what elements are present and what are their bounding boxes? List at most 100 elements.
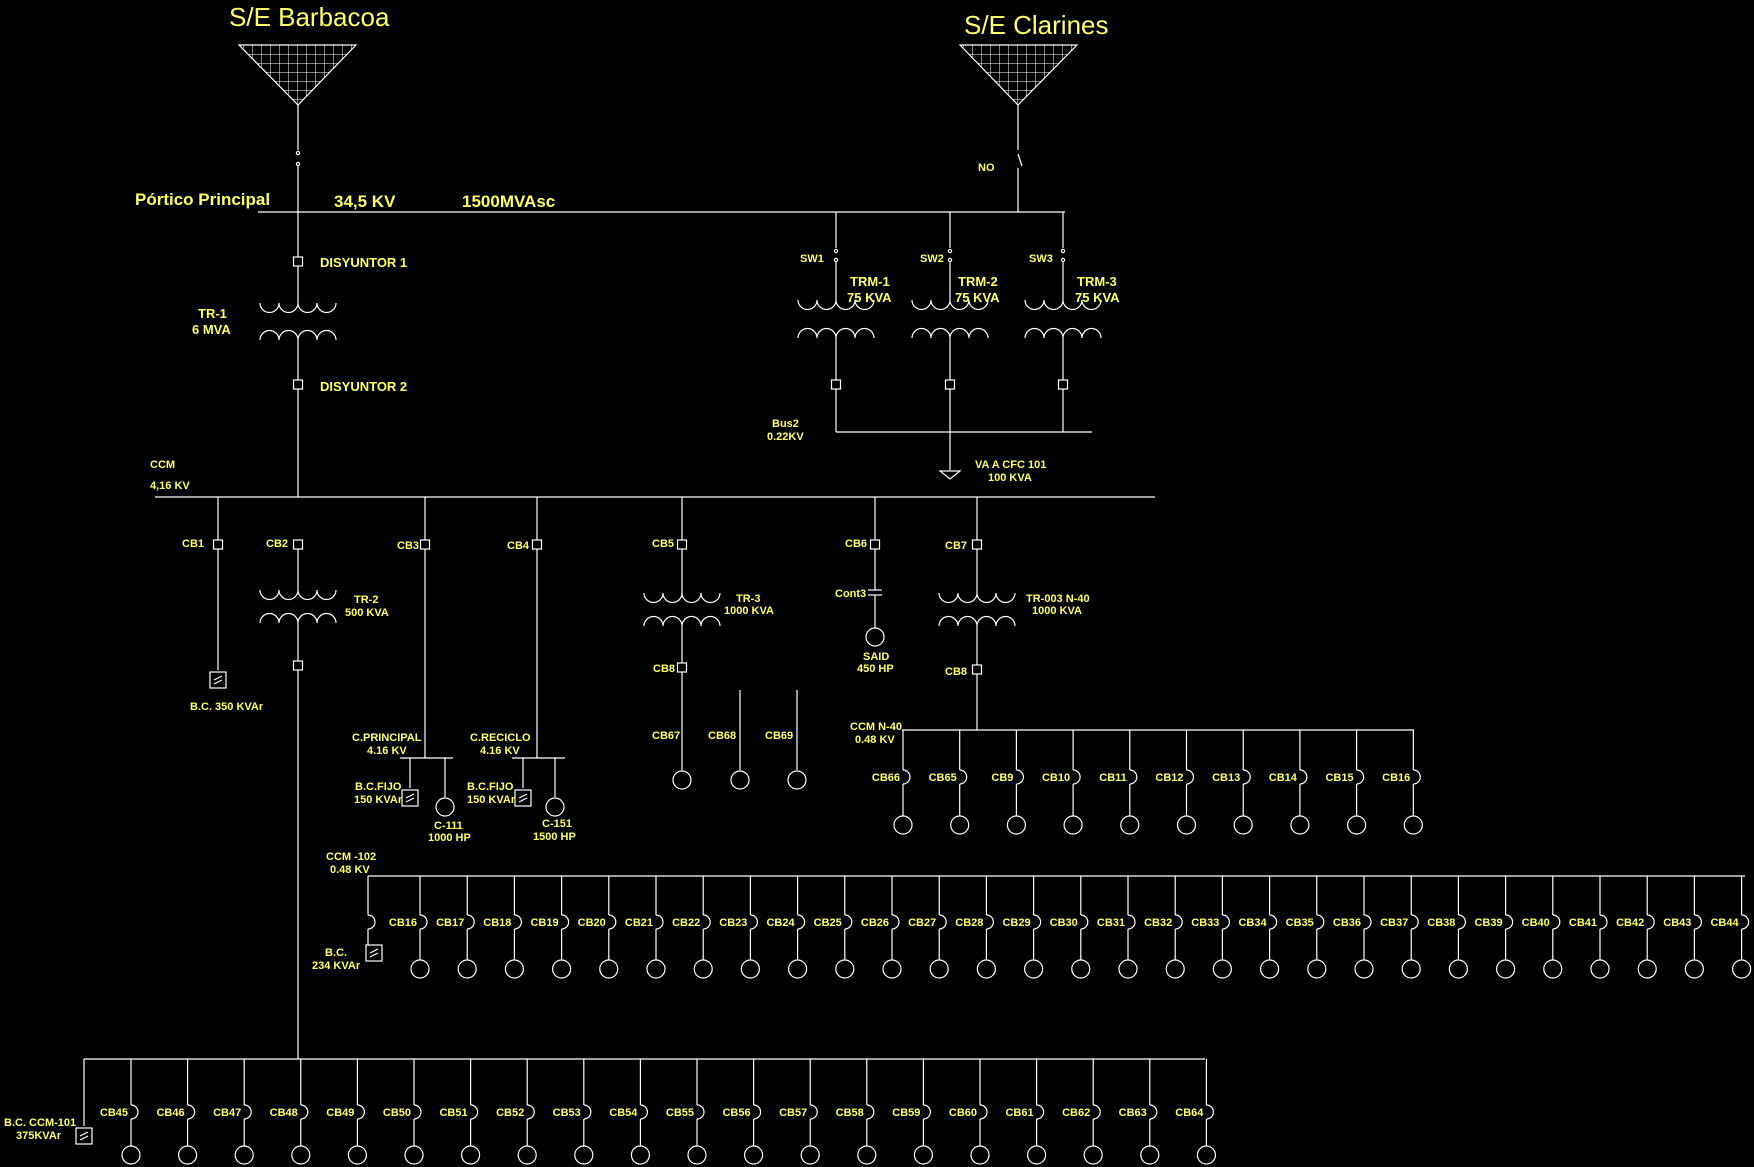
motor-icon xyxy=(1290,815,1310,835)
cb7-label: CB7 xyxy=(945,540,967,552)
said-name: SAID xyxy=(863,651,889,663)
motor-icon xyxy=(970,1145,990,1165)
breaker-arc-icon xyxy=(1316,914,1325,930)
ccm101-label: CB49 xyxy=(326,1107,354,1119)
motor-icon xyxy=(504,959,525,979)
ccm102-feeder: CB40 xyxy=(1522,876,1563,979)
tr3-rating: 1000 KVA xyxy=(724,605,774,617)
main-bus-label: Pórtico Principal xyxy=(135,190,270,209)
ccm102-label: CB34 xyxy=(1238,917,1267,929)
ccm-voltage: 4,16 KV xyxy=(150,480,190,492)
breaker-arc-icon xyxy=(1505,914,1514,930)
sw1-label: SW1 xyxy=(800,253,824,265)
cb6-breaker xyxy=(869,539,881,550)
ccm102-label: CB38 xyxy=(1427,917,1455,929)
tr3-feeder-motors xyxy=(672,770,807,790)
motor-icon xyxy=(1637,959,1657,979)
motor-icon xyxy=(457,959,477,979)
ccm101-feeder: CB49 xyxy=(326,1059,367,1165)
ccm102-label: CB26 xyxy=(861,917,889,929)
tr2-rating: 500 KVA xyxy=(345,607,389,619)
cb8a-label: CB8 xyxy=(653,663,675,675)
bc-fijo-1-icon xyxy=(401,789,419,807)
breaker-arc-icon xyxy=(1093,1104,1101,1120)
tr1-name: TR-1 xyxy=(198,306,227,321)
ccm102-label: CB42 xyxy=(1616,917,1644,929)
ccm102-feeder: CB38 xyxy=(1427,876,1469,979)
trm1-name: TRM-1 xyxy=(850,274,890,289)
bcfijo1-line2: 150 KVAr xyxy=(354,794,403,806)
motor-icon xyxy=(347,1145,367,1165)
breaker-arc-icon xyxy=(753,1104,762,1120)
ccmn40-label: CB12 xyxy=(1155,772,1183,784)
motor-icon xyxy=(893,815,913,835)
ccm102-label: CB41 xyxy=(1569,917,1597,929)
trm2-rating: 75 KVA xyxy=(955,290,1000,305)
ccmn40-label: CB15 xyxy=(1325,772,1353,784)
ccm101-label: CB58 xyxy=(836,1107,864,1119)
ccm-name: CCM xyxy=(150,459,175,471)
ccm102-label: CB18 xyxy=(483,917,511,929)
breaker-arc-icon xyxy=(419,914,428,930)
trm1-breaker xyxy=(830,379,842,390)
breaker-arc-icon xyxy=(187,1104,196,1120)
breaker-arc-icon xyxy=(902,769,911,785)
tr3-feeder-cb68: CB68 xyxy=(708,730,736,742)
ccmn40-label: CB9 xyxy=(991,772,1013,784)
breaker-arc-icon xyxy=(810,1104,818,1120)
trm-branches xyxy=(835,212,1092,480)
ccm102-feeder: CB32 xyxy=(1144,876,1185,979)
motor-icon xyxy=(1006,815,1027,835)
creciclo-voltage: 4.16 KV xyxy=(480,745,520,757)
motor-icon xyxy=(630,1145,651,1165)
ccm101-bc-line1: B.C. CCM-101 xyxy=(4,1117,76,1129)
disyuntor-1-label: DISYUNTOR 1 xyxy=(320,255,407,270)
motor-icon xyxy=(1026,1145,1047,1165)
ccm102-feeder: CB26 xyxy=(861,876,902,979)
motor-icon xyxy=(1118,959,1138,979)
sw2-label: SW2 xyxy=(920,253,944,265)
ccmn40-feeder: CB65 xyxy=(929,730,970,835)
breaker-arc-icon xyxy=(844,914,853,930)
breaker-arc-icon xyxy=(1033,914,1042,930)
main-bus-voltage: 34,5 KV xyxy=(334,192,396,211)
ccm101-feeder: CB53 xyxy=(553,1059,594,1165)
ccm101-label: CB47 xyxy=(213,1107,241,1119)
motor-icon xyxy=(1448,959,1469,979)
ccm101-feeder: CB60 xyxy=(949,1059,990,1165)
ccm102-feeder: CB21 xyxy=(625,876,666,979)
motor-icon xyxy=(787,959,808,979)
bus2-name: Bus2 xyxy=(772,418,799,430)
ccm101-feeder: CB58 xyxy=(836,1059,877,1165)
breaker-arc-icon xyxy=(1127,914,1136,930)
no-switch-label: NO xyxy=(978,162,995,174)
ccm101-label: CB53 xyxy=(553,1107,581,1119)
ccm102-label: CB32 xyxy=(1144,917,1172,929)
breaker-arc-icon xyxy=(986,914,994,930)
cprincipal-name: C.PRINCIPAL xyxy=(352,732,422,744)
ccm101-feeder: CB51 xyxy=(439,1059,481,1165)
cb4-breaker xyxy=(531,539,543,550)
ccm101-label: CB61 xyxy=(1005,1107,1033,1119)
tr003-name: TR-003 N-40 xyxy=(1026,593,1090,605)
bcfijo2-line2: 150 KVAr xyxy=(467,794,516,806)
ccm102-label: CB25 xyxy=(814,917,842,929)
motor-icon xyxy=(882,959,902,979)
ccm102-label: CB36 xyxy=(1333,917,1361,929)
ccm102-label: CB28 xyxy=(955,917,983,929)
ccm101-label: CB62 xyxy=(1062,1107,1090,1119)
trm-switch-icons xyxy=(833,248,1066,263)
breaker-arc-icon xyxy=(1243,769,1251,785)
ccm101-feeder: CB47 xyxy=(213,1059,254,1165)
tr2-secondary-breaker xyxy=(292,660,304,671)
ccm101-feeder: CB64 xyxy=(1175,1059,1217,1165)
motor-icon xyxy=(291,1145,311,1165)
cb4-label: CB4 xyxy=(507,540,530,552)
ccm101-label: CB46 xyxy=(156,1107,184,1119)
cb8a-breaker xyxy=(676,662,688,673)
tr2-name: TR-2 xyxy=(354,594,378,606)
tr2-transformer-icon xyxy=(259,589,337,624)
ccm102-feeder: CB22 xyxy=(672,876,713,979)
ccm101-feeder: CB63 xyxy=(1119,1059,1160,1165)
